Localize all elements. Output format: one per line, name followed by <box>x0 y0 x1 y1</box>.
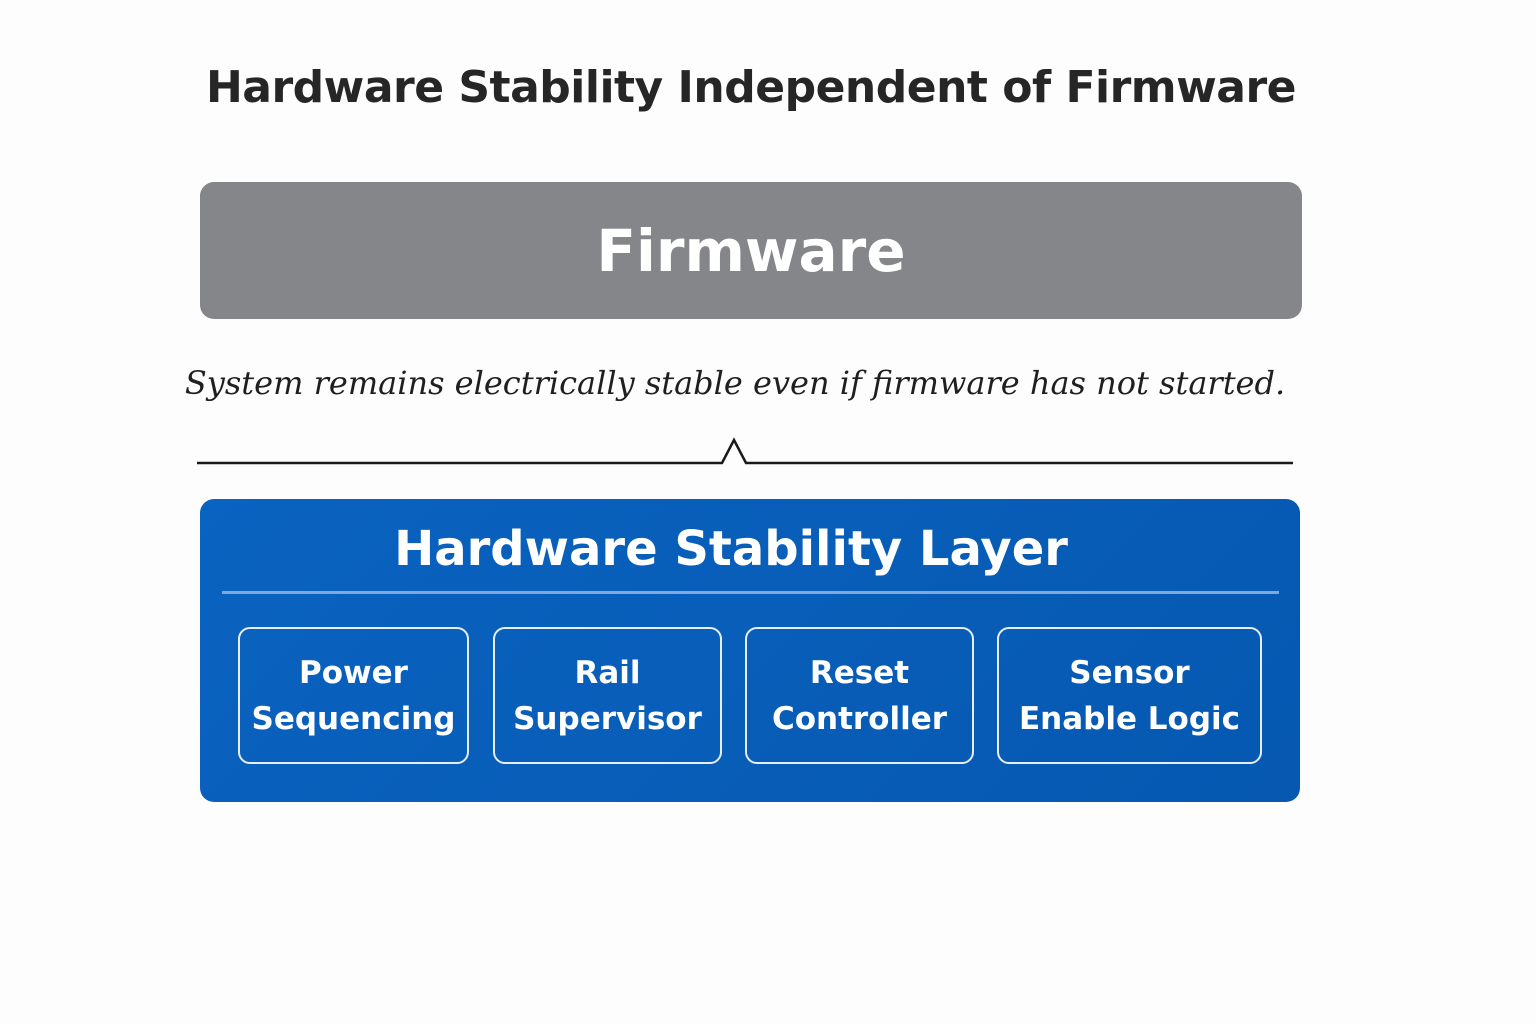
block-line: Sensor <box>1069 654 1190 691</box>
block-line: Power <box>299 654 408 691</box>
firmware-label: Firmware <box>596 216 906 285</box>
hardware-layer-title: Hardware Stability Layer <box>394 521 1068 577</box>
block-line: Sequencing <box>251 700 456 737</box>
block-line: Rail <box>574 654 641 691</box>
block-line: Supervisor <box>513 700 702 737</box>
block-line: Controller <box>771 700 948 737</box>
block-line: Reset <box>809 654 910 691</box>
diagram-title: Hardware Stability Independent of Firmwa… <box>205 62 1297 113</box>
boundary-line <box>197 437 1293 465</box>
block-line: Enable Logic <box>1018 700 1241 737</box>
stability-note: System remains electrically stable even … <box>184 364 1286 402</box>
firmware-block: Firmware <box>200 182 1302 319</box>
divider <box>222 591 1279 594</box>
